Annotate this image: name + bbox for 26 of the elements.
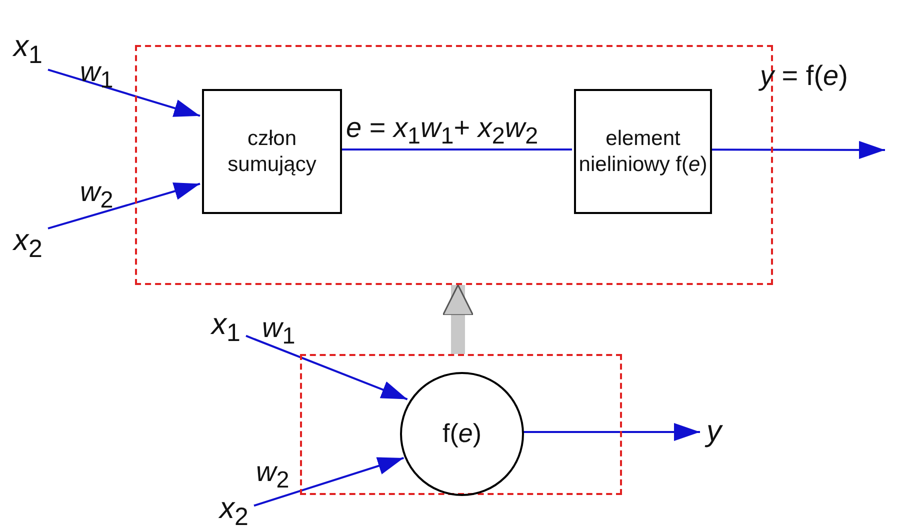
variable-label: x$_{2}$ (8, 222, 48, 266)
process-box (202, 89, 342, 214)
formula-label: e = x$_{1}$w$_{1}$+ x$_{2}$w$_{2}$ (346, 114, 538, 148)
weight-label: w$_{1}$ (262, 314, 296, 348)
weight-label: w$_{2}$ (80, 178, 114, 212)
variable-label: x$_{2}$ (214, 496, 254, 528)
block-arrow (442, 284, 474, 354)
variable-label: x$_{1}$ (8, 28, 48, 72)
connector-line (340, 148, 572, 150)
weight-label: w$_{1}$ (80, 58, 114, 92)
arrow (254, 456, 404, 507)
arrow (246, 334, 408, 400)
variable-label: y (700, 414, 728, 450)
weight-label: w$_{2}$ (256, 458, 290, 492)
node-text: element nieliniowy f(e) (578, 126, 708, 177)
arrow (522, 423, 700, 441)
neuron-circle (400, 372, 524, 496)
arrow (710, 140, 885, 159)
node-text: f(e) (442, 418, 482, 450)
variable-label: x$_{1}$ (206, 308, 246, 348)
arrow (48, 182, 200, 230)
process-box (574, 89, 712, 214)
dashed-frame (300, 354, 622, 495)
arrow (48, 68, 200, 117)
node-text: człon sumujący (226, 126, 318, 177)
output-label: y = f(e) (760, 62, 848, 90)
